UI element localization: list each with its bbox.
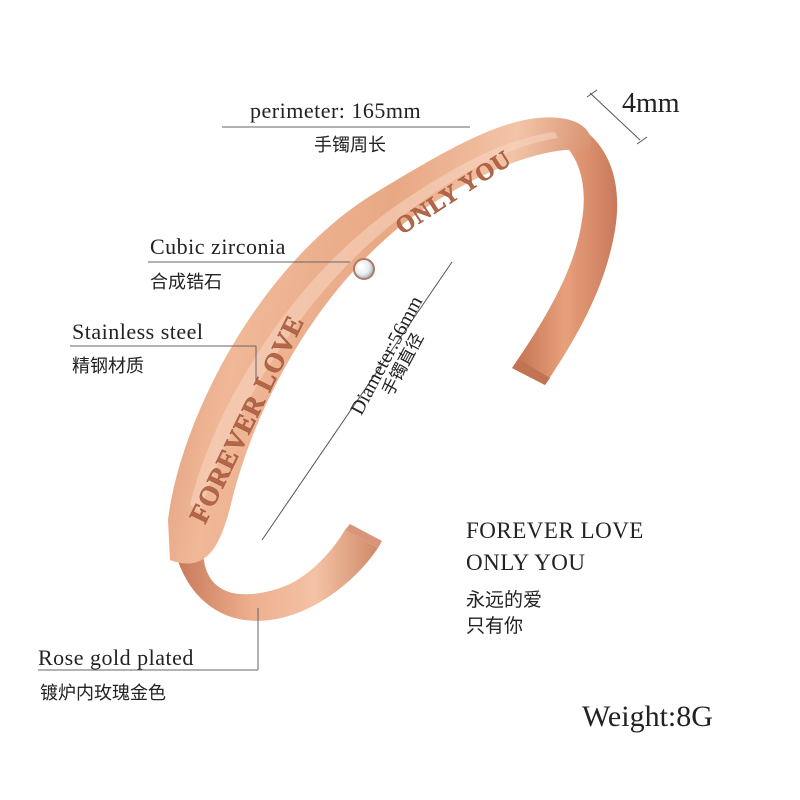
perimeter-label-zh: 手镯周长 (314, 135, 386, 156)
width-tick-3 (636, 136, 648, 145)
diameter-line (261, 261, 453, 541)
slogan-line-4: 只有你 (466, 615, 524, 637)
plating-label: Rose gold plated (38, 645, 194, 670)
width-tick-2 (586, 89, 598, 98)
slogan-line-1: FOREVER LOVE (466, 518, 644, 543)
steel-label-zh: 精钢材质 (72, 356, 144, 377)
perimeter-label: perimeter: 165mm (250, 98, 422, 123)
width-tick-1 (589, 92, 641, 141)
bangle-right-arm-edge (512, 360, 550, 385)
slogan-line-3: 永远的爱 (466, 589, 543, 611)
width-label: 4mm (622, 88, 680, 119)
zirconia-label: Cubic zirconia (150, 234, 286, 259)
plating-label-zh: 镀炉内玫瑰金色 (40, 683, 166, 704)
steel-label: Stainless steel (72, 319, 204, 344)
slogan-line-2: ONLY YOU (466, 550, 586, 575)
bangle-bottom-arc (170, 520, 378, 621)
weight-label: Weight:8G (582, 700, 713, 733)
bangle-bottom-end (345, 524, 382, 548)
zirconia-stone (353, 258, 375, 280)
bangle-right-arm (512, 118, 618, 385)
zirconia-label-zh: 合成锆石 (150, 272, 222, 293)
bangle-outer-band (168, 117, 592, 564)
